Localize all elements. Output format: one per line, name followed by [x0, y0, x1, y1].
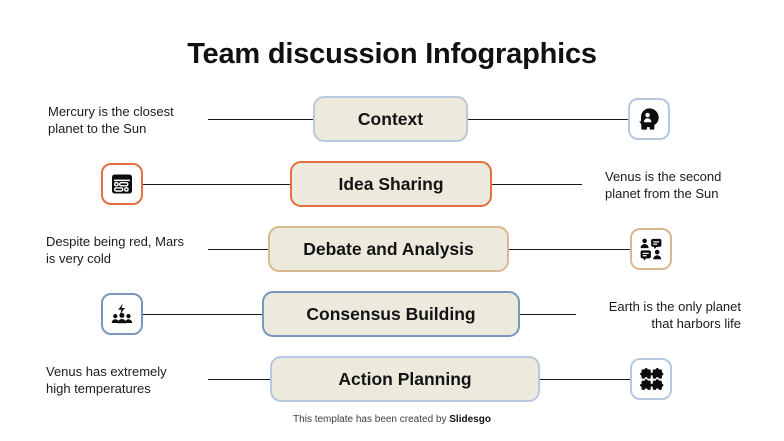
- pill-label-debate-analysis: Debate and Analysis: [303, 238, 474, 259]
- footer-brand: Slidesgo: [449, 414, 491, 425]
- caption-debate-analysis: Despite being red, Mars is very cold: [46, 234, 185, 266]
- connector-right-context: [468, 119, 634, 120]
- caption-idea-sharing: Venus is the second planet from the Sun: [605, 169, 722, 201]
- pill-action-planning[interactable]: Action Planning: [270, 356, 540, 402]
- caption-action-planning: Venus has extremely high temperatures: [46, 364, 167, 396]
- group-lightning-icon: [101, 293, 143, 335]
- page-title: Team discussion Infographics: [187, 38, 597, 70]
- pill-label-idea-sharing: Idea Sharing: [338, 173, 444, 194]
- connector-left-idea-sharing: [143, 184, 295, 185]
- pill-consensus-building[interactable]: Consensus Building: [262, 291, 520, 337]
- pill-idea-sharing[interactable]: Idea Sharing: [290, 161, 492, 207]
- footer-text: This template has been created by: [293, 414, 450, 425]
- head-profile-person-icon: [628, 98, 670, 140]
- footer-credit: This template has been created by Slides…: [0, 414, 784, 425]
- puzzle-pieces-icon: [630, 358, 672, 400]
- connector-right-idea-sharing: [492, 184, 582, 185]
- row-debate-analysis: Despite being red, Mars is very cold Deb…: [0, 226, 784, 280]
- row-idea-sharing: Idea Sharing Venus is the second planet …: [0, 161, 784, 215]
- connector-left-context: [208, 119, 318, 120]
- pill-label-consensus-building: Consensus Building: [306, 303, 476, 324]
- caption-consensus-building: Earth is the only planet that harbors li…: [608, 299, 741, 331]
- connector-right-action-planning: [540, 379, 632, 380]
- connector-right-consensus-building: [520, 314, 576, 315]
- pill-label-context: Context: [357, 108, 424, 129]
- caption-context: Mercury is the closest planet to the Sun: [48, 104, 174, 136]
- connector-left-consensus-building: [143, 314, 267, 315]
- presentation-board-icon: [101, 163, 143, 205]
- row-consensus-building: Consensus Building Earth is the only pla…: [0, 291, 784, 345]
- connector-left-action-planning: [208, 379, 276, 380]
- row-action-planning: Venus has extremely high temperatures Ac…: [0, 356, 784, 410]
- pill-debate-analysis[interactable]: Debate and Analysis: [268, 226, 509, 272]
- row-context: Mercury is the closest planet to the Sun…: [0, 96, 784, 150]
- two-people-speech-bubbles-icon: [630, 228, 672, 270]
- pill-context[interactable]: Context: [313, 96, 468, 142]
- connector-right-debate-analysis: [509, 249, 633, 250]
- pill-label-action-planning: Action Planning: [338, 368, 472, 389]
- connector-left-debate-analysis: [208, 249, 274, 250]
